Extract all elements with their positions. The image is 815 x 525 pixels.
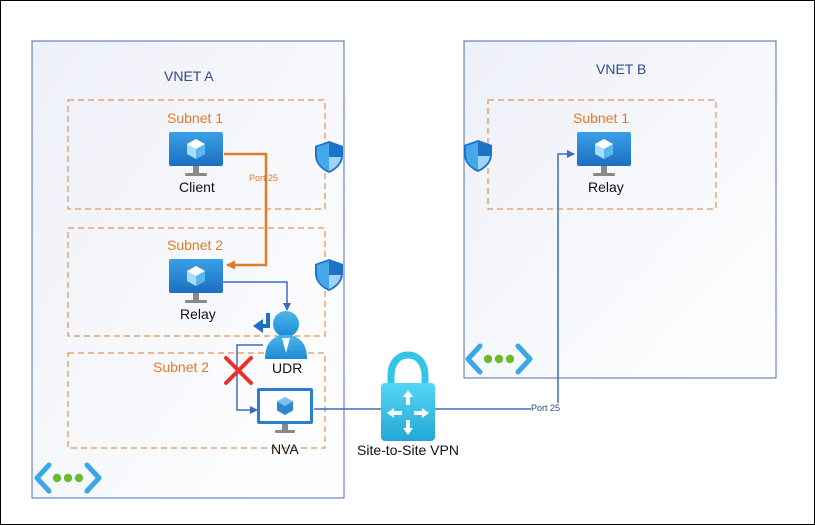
vnet-b-subnet-1-label: Subnet 1 [573, 110, 630, 126]
udr-to-nva-connector [236, 344, 263, 414]
udr-label: UDR [272, 360, 303, 376]
vnet-a-subnet-2-label: Subnet 2 [167, 237, 224, 253]
relay-to-udr-connector [223, 281, 291, 311]
vnet-a-subnet-3-label: Subnet 2 [153, 359, 210, 375]
vnet-b-title: VNET B [596, 61, 647, 77]
vnet-a-subnet-3-box [67, 352, 326, 449]
relay-b-label: Relay [588, 179, 624, 195]
blocked-x-icon [224, 356, 253, 385]
client-label: Client [179, 179, 215, 195]
vpn-gateway-lock-icon [381, 351, 435, 441]
nva-appliance-icon [257, 388, 313, 433]
vnet-b-subnet-1-box [487, 99, 717, 210]
vnet-a-title: VNET A [164, 68, 214, 84]
vpn-to-relay-b-connector [434, 150, 575, 410]
client-relay-port-label: Port 25 [249, 173, 279, 183]
vpn-relay-port-label: Port 25 [531, 403, 561, 413]
client-to-relay-connector [224, 152, 268, 270]
relay-a-label: Relay [180, 306, 216, 322]
route-arrow-head [253, 319, 263, 333]
udr-user-icon [265, 311, 307, 359]
vnet-a-subnet-1-label: Subnet 1 [167, 110, 224, 126]
vpn-label: Site-to-Site VPN [357, 442, 459, 458]
nva-label: NVA [271, 441, 299, 457]
